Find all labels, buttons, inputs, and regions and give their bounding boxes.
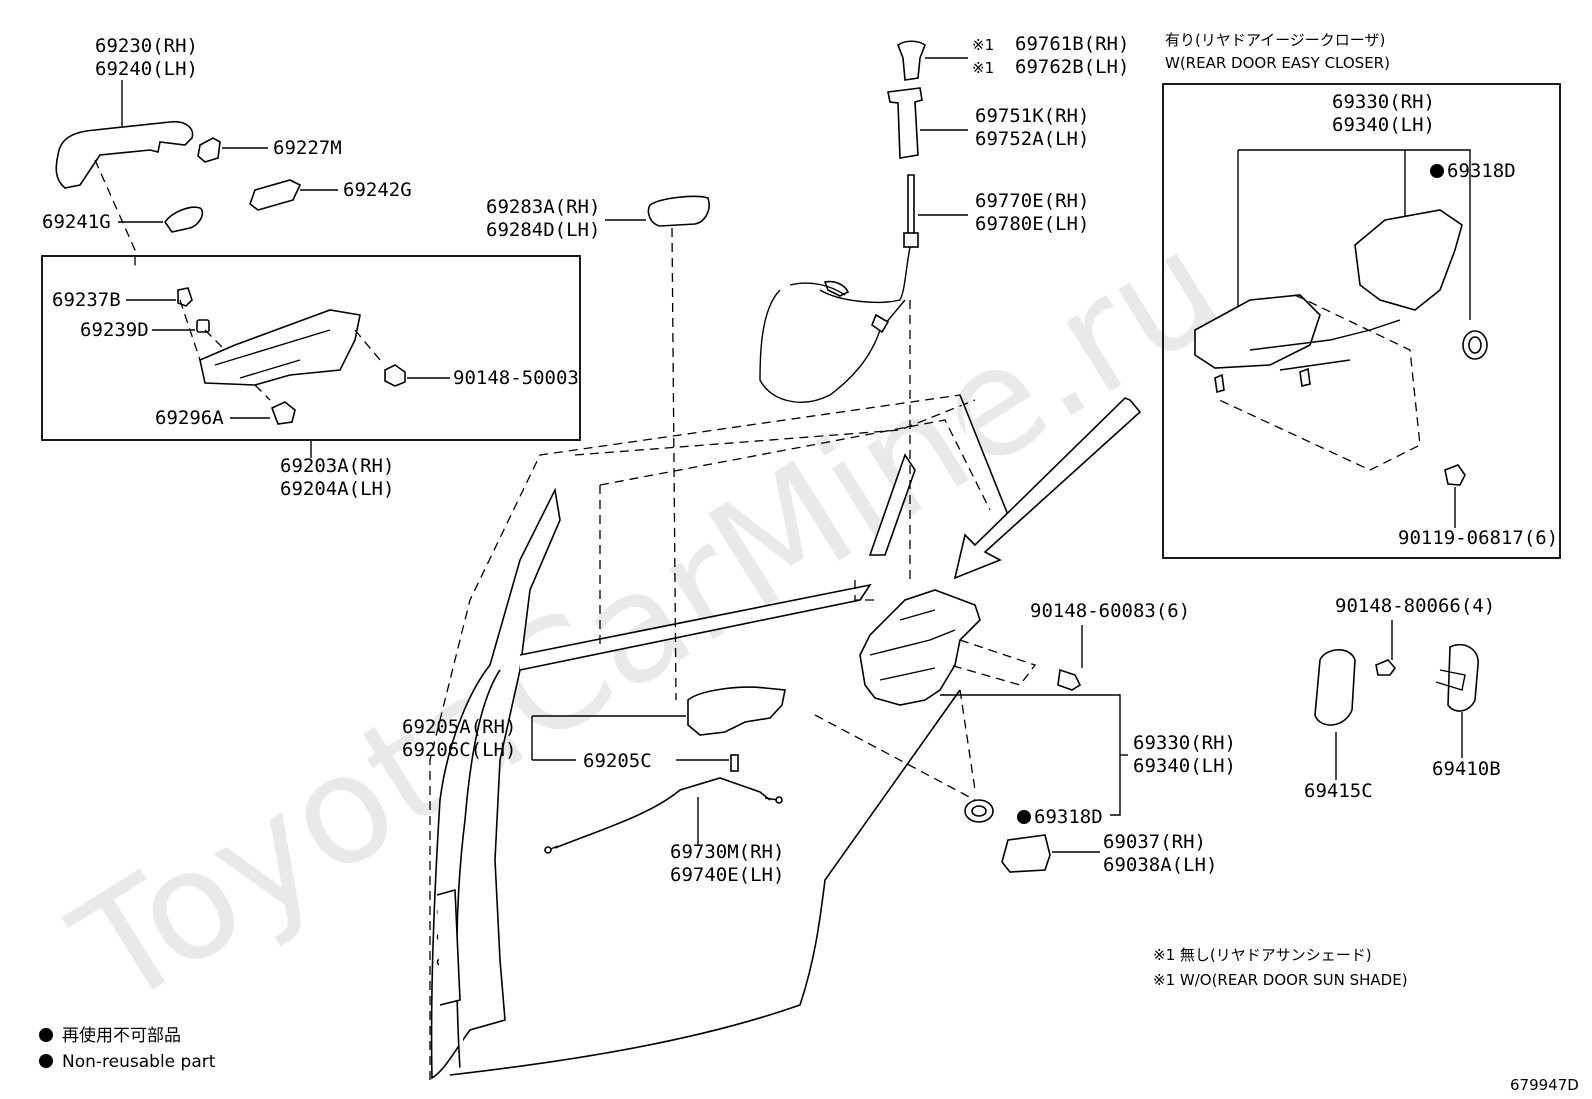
knob-mark-rh: ※1 [972, 36, 994, 54]
pull-handle-graphic [647, 195, 710, 227]
frame-assembly-rh-label: 69203A(RH) [280, 455, 394, 477]
part-69237b-label: 69237B [52, 289, 121, 311]
screw-50003-graphic [384, 364, 406, 387]
screw-60083-label: 90148-60083(6) [1030, 600, 1190, 622]
legend-bullet-jp [39, 1028, 53, 1042]
pull-handle-lh-label: 69284D(LH) [486, 219, 600, 241]
part-69296a-graphic [270, 401, 296, 425]
knob-guide-lh-label: 69752A(LH) [975, 128, 1089, 150]
knob-guide-rh-label: 69751K(RH) [975, 105, 1089, 127]
part-69205c-graphic [730, 754, 739, 772]
note-1-en: ※1 W/O(REAR DOOR SUN SHADE) [1153, 971, 1408, 989]
legend-en: Non-reusable part [62, 1052, 216, 1072]
easy-closer-mechanism-graphic [1194, 209, 1463, 471]
knob-lh-label: 69762B(LH) [1015, 56, 1129, 78]
pull-handle-rh-label: 69283A(RH) [486, 196, 600, 218]
cover-lock-rh-label: 69037(RH) [1103, 831, 1206, 853]
screw-80066-label: 90148-80066(4) [1335, 595, 1495, 617]
outside-handle-rh-label: 69230(RH) [95, 35, 198, 57]
knob-mark-lh: ※1 [972, 59, 994, 77]
knob-guide-graphic [887, 87, 923, 159]
screw-60083-graphic [1057, 668, 1082, 691]
door-panel-outline [429, 394, 1011, 1080]
frame-mechanism-graphic [179, 299, 381, 401]
inside-handle-lh-label: 69206C(LH) [402, 739, 516, 761]
easy-closer-box [1162, 83, 1561, 559]
easy-closer-lock-rh-label: 69330(RH) [1332, 91, 1435, 113]
part-69205c-label: 69205C [583, 750, 652, 772]
cover-lock-graphic [1001, 834, 1051, 873]
non-reusable-marker [1017, 810, 1031, 824]
striker-cover-label: 69415C [1304, 780, 1373, 802]
easy-closer-bolt-graphic [1444, 464, 1466, 486]
inside-handle-rh-label: 69205A(RH) [402, 716, 516, 738]
pad-left-label: 69241G [42, 211, 111, 233]
legend-bullet-en [39, 1054, 53, 1068]
cover-lock-lh-label: 69038A(LH) [1103, 854, 1217, 876]
outside-handle-graphic [55, 80, 194, 270]
cover-pad-graphic [249, 179, 302, 211]
handle-cap-label: 69227M [273, 137, 342, 159]
part-69239d-label: 69239D [80, 319, 149, 341]
lock-assy-lh-label: 69340(LH) [1133, 755, 1236, 777]
cable-lh-label: 69740E(LH) [670, 864, 784, 886]
door-lock-graphic [814, 589, 1037, 801]
inside-handle-graphic [687, 686, 786, 736]
screw-50003-label: 90148-50003 [453, 367, 579, 389]
note-1-jp: ※1 無し(リヤドアサンシェード) [1153, 946, 1372, 964]
striker-label: 69410B [1432, 758, 1501, 780]
frame-assembly-lh-label: 69204A(LH) [280, 478, 394, 500]
outside-handle-lh-label: 69240(LH) [95, 58, 198, 80]
lock-rod-rh-label: 69770E(RH) [975, 190, 1089, 212]
easy-closer-lock-lh-label: 69340(LH) [1332, 114, 1435, 136]
cover-pad-label: 69242G [343, 179, 412, 201]
easy-closer-seal-label: 69318D [1447, 160, 1516, 182]
cable-rh-label: 69730M(RH) [670, 841, 784, 863]
cable-graphic [544, 777, 783, 854]
part-69296a-label: 69296A [155, 407, 224, 429]
knob-rh-label: 69761B(RH) [1015, 33, 1129, 55]
easy-closer-title-en: W(REAR DOOR EASY CLOSER) [1165, 54, 1390, 72]
easy-closer-title-jp: 有り(リヤドアイージークローザ) [1165, 31, 1385, 49]
knob-graphic [897, 40, 926, 81]
legend-jp: 再使用不可部品 [62, 1025, 181, 1046]
lock-assy-rh-label: 69330(RH) [1133, 732, 1236, 754]
direction-arrow [953, 397, 1142, 580]
easy-closer-bolt-label: 90119-06817(6) [1398, 527, 1558, 549]
striker-graphic [1447, 643, 1479, 712]
seal-label: 69318D [1034, 806, 1103, 828]
figure-code: 679947D [1510, 1076, 1579, 1094]
easy-closer-non-reusable-marker [1430, 164, 1444, 178]
pad-left-graphic [164, 206, 204, 233]
screw-80066-graphic [1375, 659, 1397, 676]
part-69239d-graphic [196, 319, 210, 333]
striker-cover-graphic [1314, 649, 1356, 726]
part-69237b-graphic [177, 287, 193, 307]
lock-rod-lh-label: 69780E(LH) [975, 213, 1089, 235]
handle-cap-graphic [197, 137, 221, 163]
lock-rod-graphic [759, 174, 919, 601]
